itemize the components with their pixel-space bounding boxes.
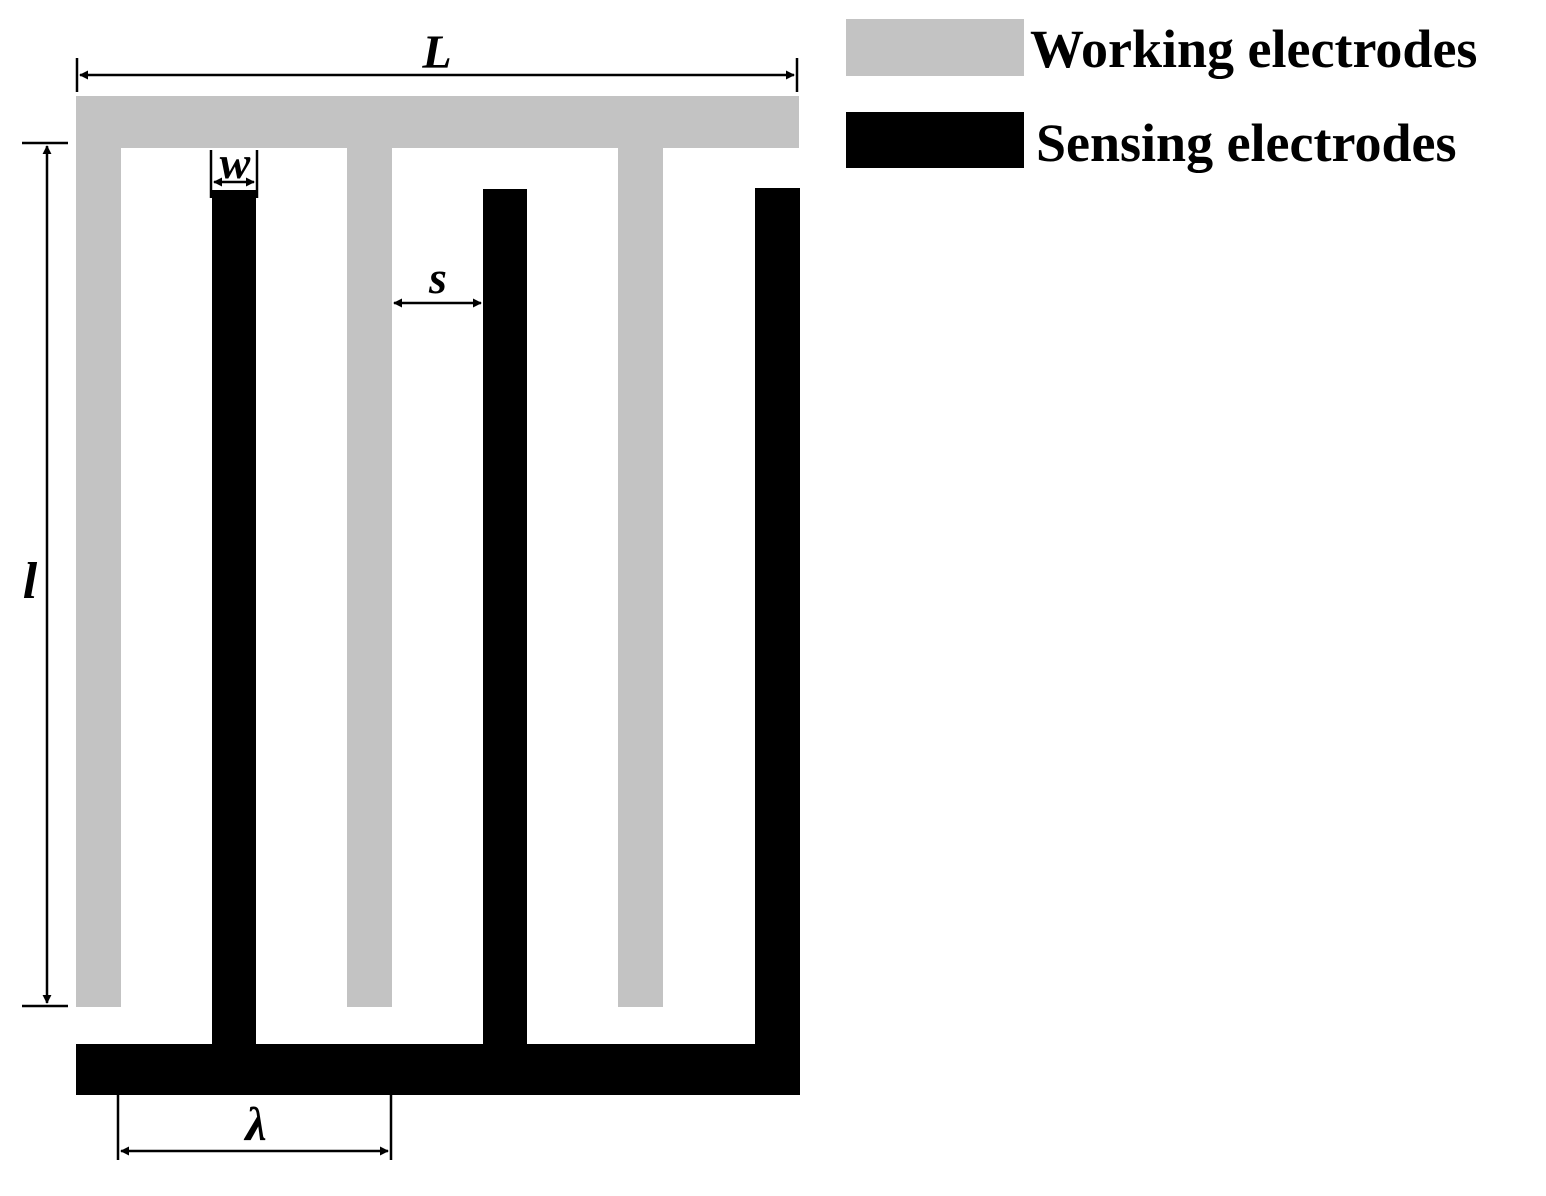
sensing-finger-1 <box>212 190 256 1060</box>
dimension-lambda <box>116 1095 393 1160</box>
working-electrodes <box>76 96 799 1007</box>
working-bus-bar <box>76 96 799 148</box>
working-finger-1 <box>76 96 121 1007</box>
label-l: l <box>23 553 38 610</box>
dimension-l <box>22 141 68 1008</box>
dimension-L <box>75 58 799 92</box>
legend: Working electrodes Sensing electrodes <box>846 19 1477 173</box>
working-finger-2 <box>347 96 392 1007</box>
label-L: L <box>421 26 451 79</box>
legend-swatch-working <box>846 19 1024 76</box>
legend-label-working: Working electrodes <box>1030 19 1477 79</box>
legend-swatch-sensing <box>846 112 1024 168</box>
dimension-w <box>209 150 259 198</box>
sensing-finger-3 <box>755 188 800 1060</box>
label-lambda: λ <box>243 1098 266 1151</box>
legend-label-sensing: Sensing electrodes <box>1036 113 1456 173</box>
label-w: w <box>220 137 251 188</box>
working-finger-3 <box>618 96 663 1007</box>
sensing-finger-2 <box>483 189 527 1060</box>
sensing-bus-bar <box>76 1044 800 1095</box>
label-s: s <box>428 252 447 303</box>
sensing-electrodes <box>76 188 800 1095</box>
